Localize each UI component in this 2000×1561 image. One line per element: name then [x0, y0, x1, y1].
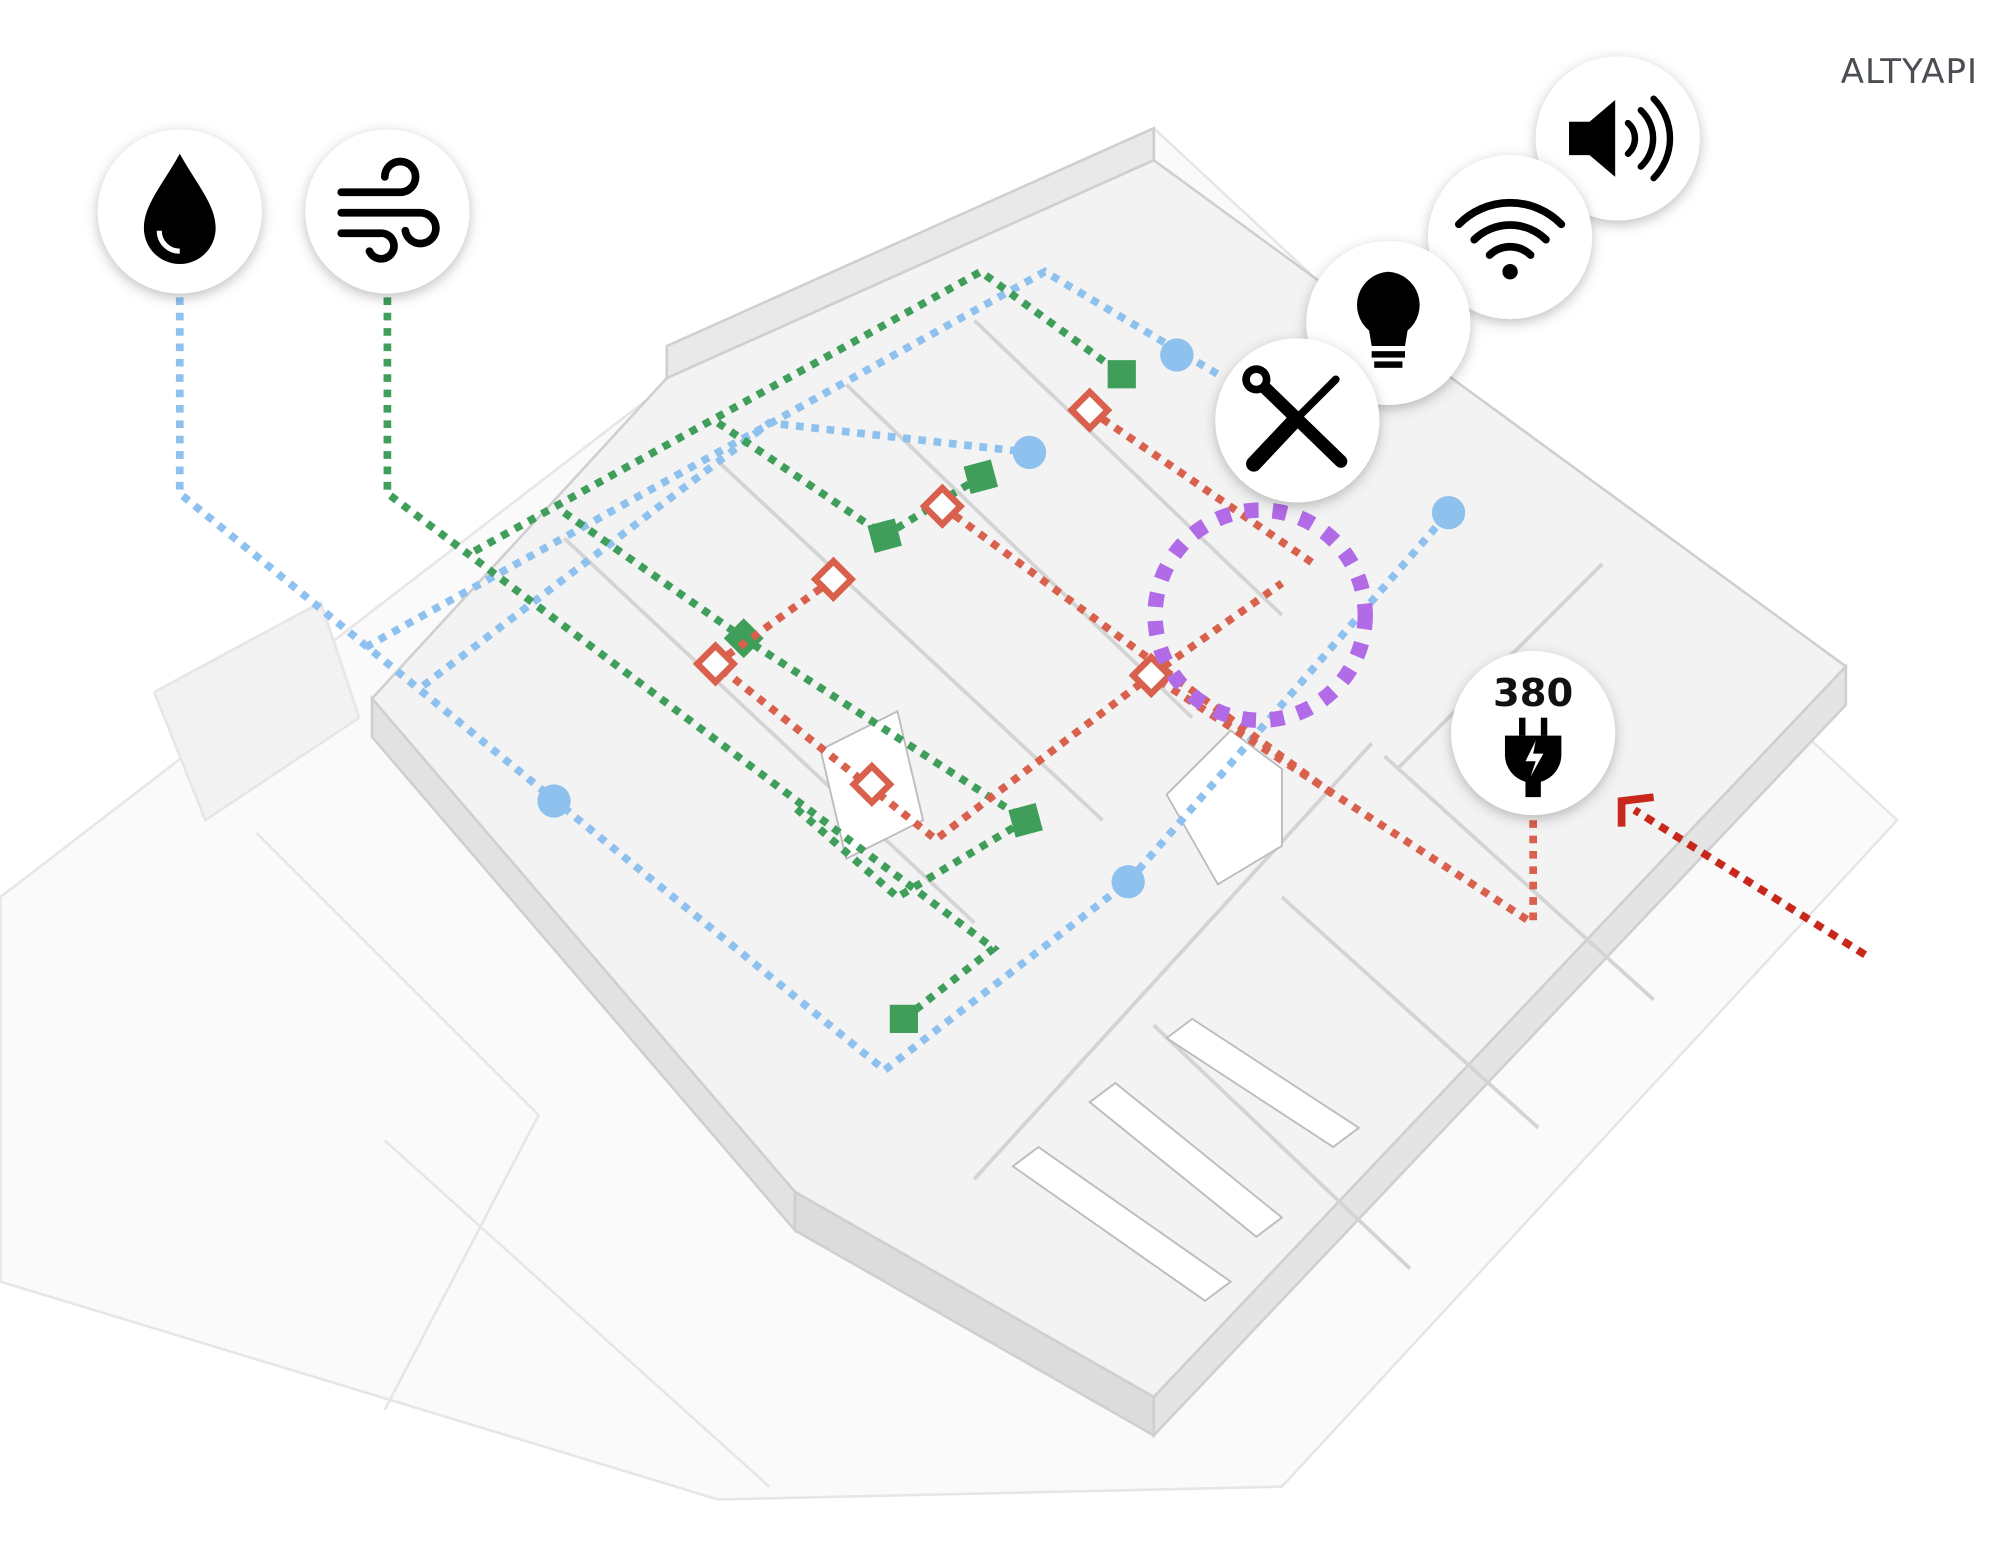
speaker-icon — [1535, 56, 1700, 221]
power-feed-arrow — [1617, 793, 1868, 959]
tools-icon — [1215, 338, 1380, 503]
water-drop-icon — [97, 129, 262, 294]
maintenance-zone-ring — [1147, 502, 1373, 728]
water-lines — [175, 267, 1452, 1076]
power-voltage-label: 380 — [1493, 671, 1573, 716]
diagram-title: ALTYAPI — [1840, 52, 1978, 92]
building-model — [370, 126, 1848, 1439]
water-points — [537, 338, 1466, 899]
wind-icon — [305, 129, 470, 294]
electric-lines — [709, 406, 1537, 926]
wifi-icon — [1428, 155, 1593, 320]
power-plug-icon: 380 — [1451, 651, 1616, 816]
ventilation-points — [723, 360, 1136, 1033]
electric-points — [692, 387, 1174, 808]
